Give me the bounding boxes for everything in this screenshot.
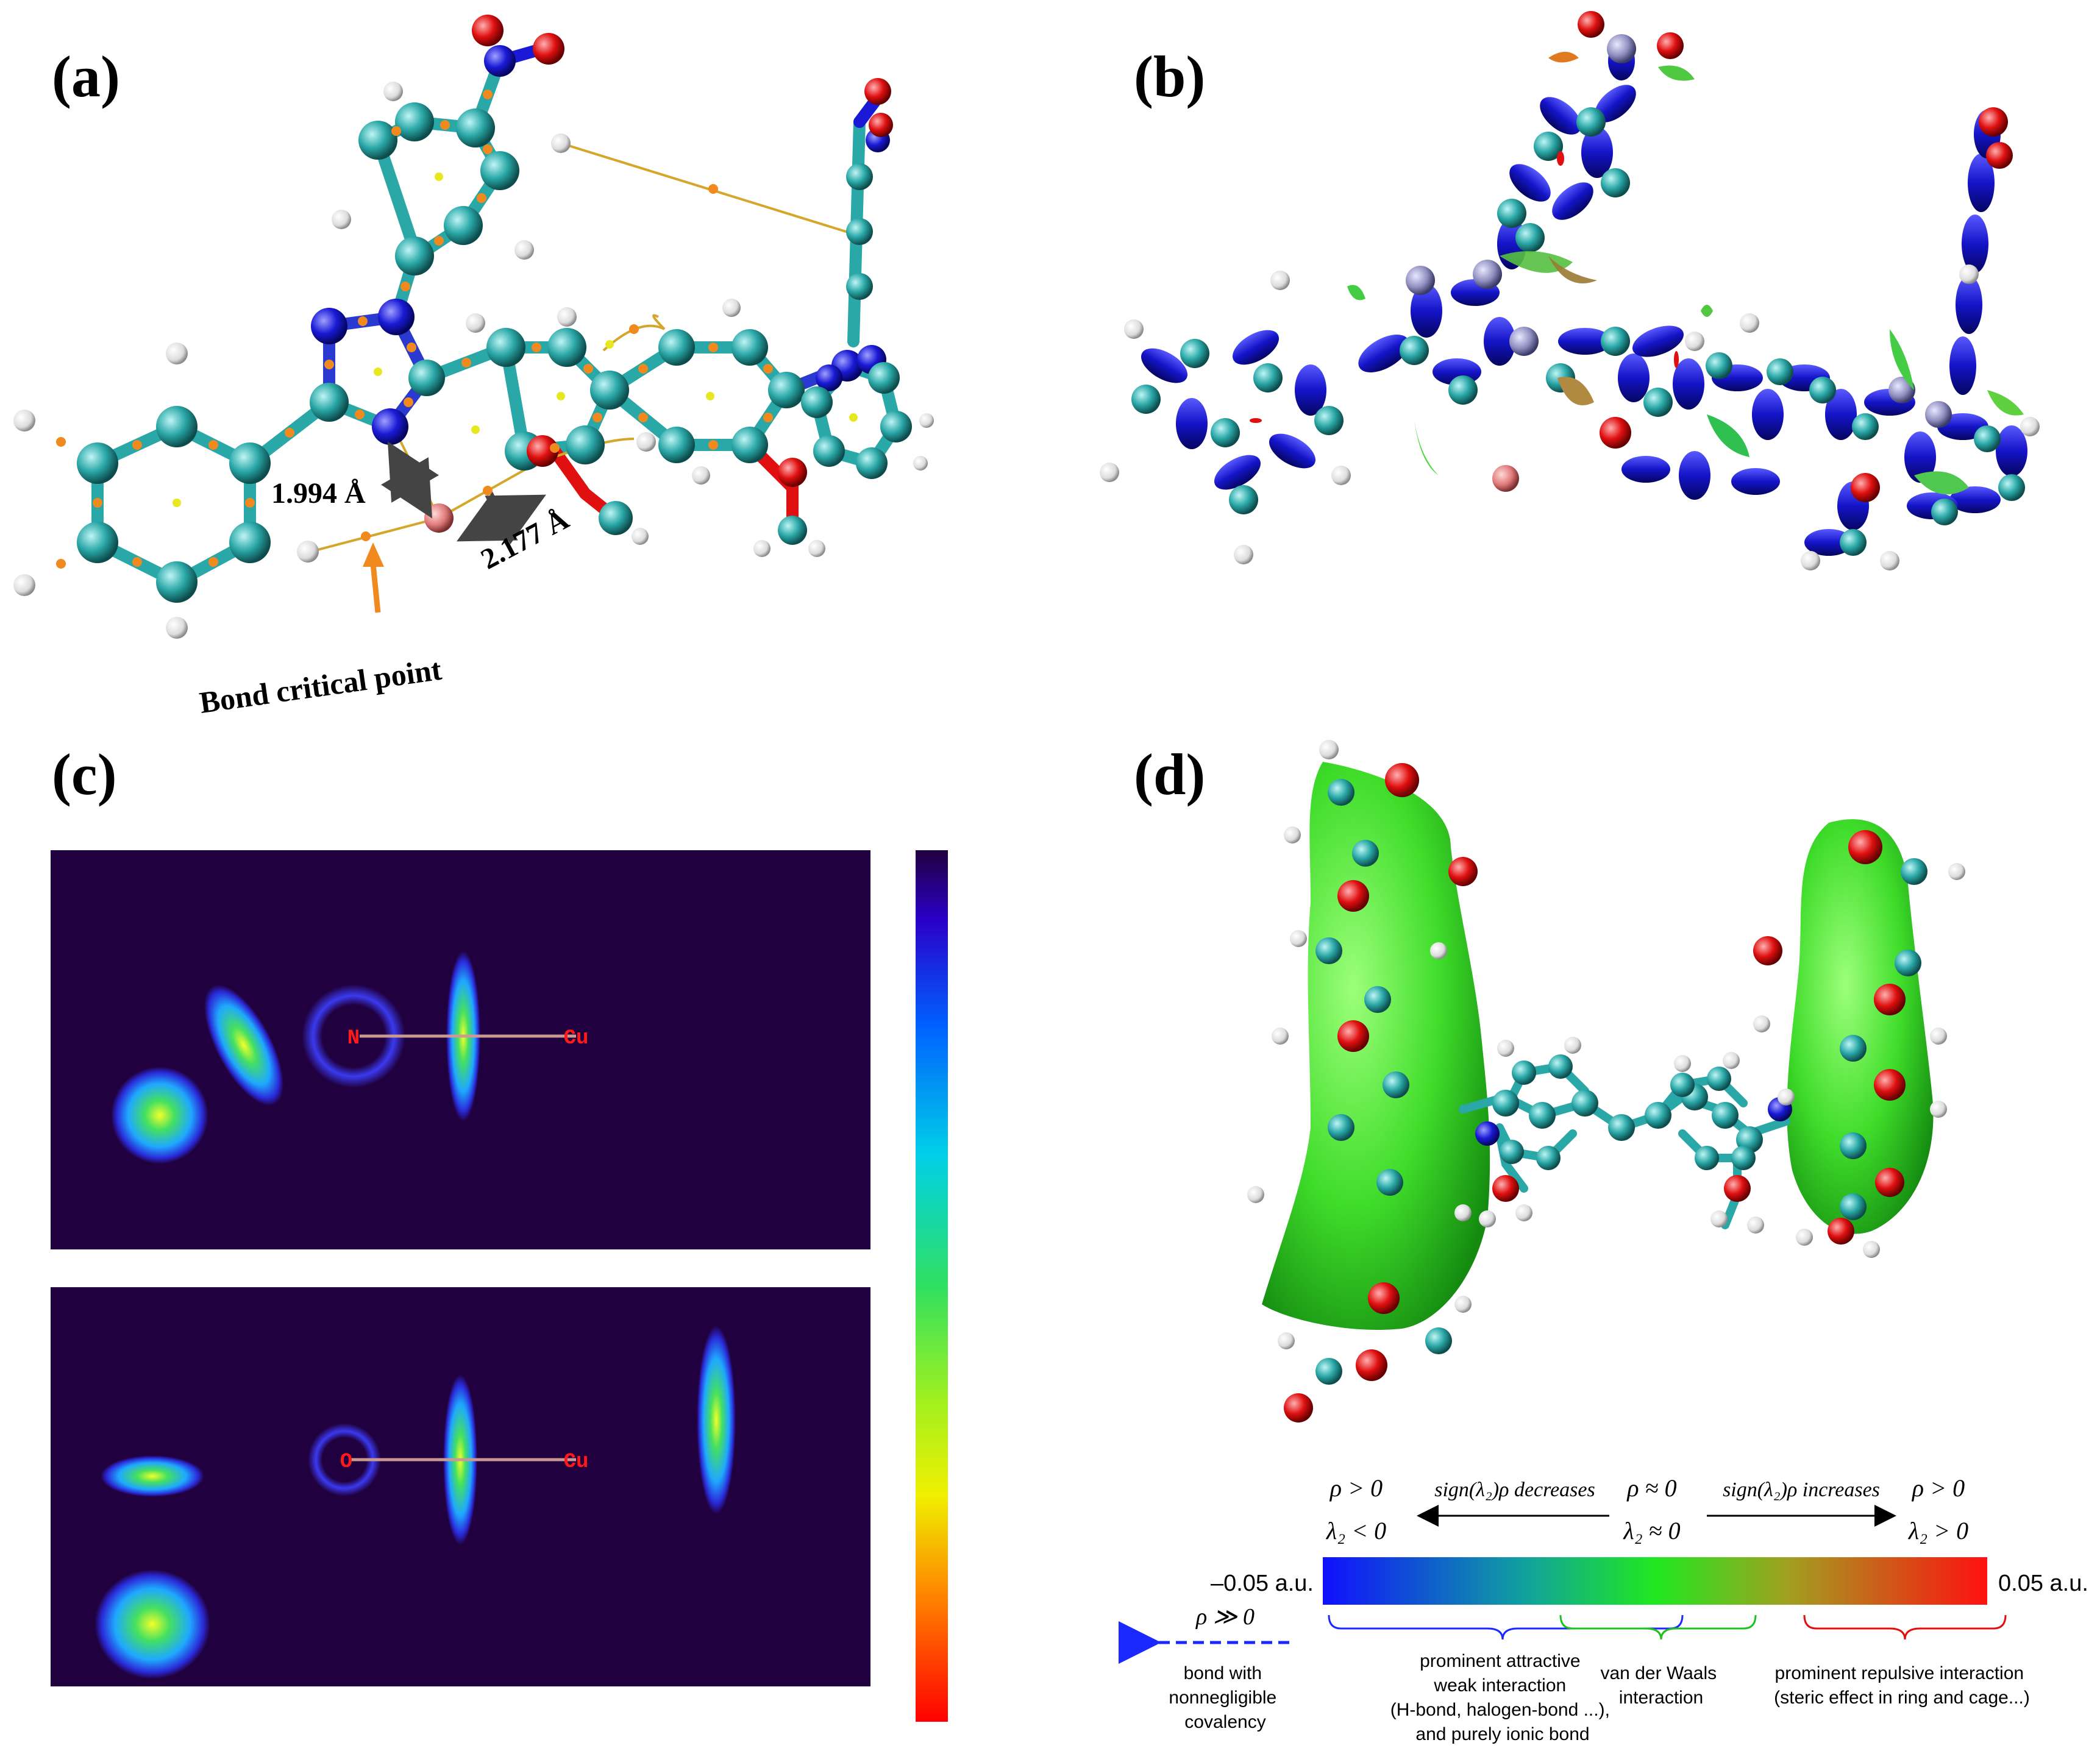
nci-surface-left — [1262, 762, 1490, 1330]
bcp-pointer-arrow — [370, 563, 381, 613]
map-top-atom-right: Cu — [564, 1027, 589, 1050]
scale-arrow-right-label: sign(λ₂)ρ increases — [1723, 1479, 1880, 1501]
distance-label-1: 1.994 Å — [271, 477, 366, 510]
panel-c-maps: N Cu O Cu — [51, 850, 948, 1722]
map-bottom-features: O Cu — [94, 1326, 736, 1679]
scale-left-bottom: λ₂ < 0 — [1326, 1517, 1386, 1544]
bracket-vdw — [1559, 1614, 1757, 1640]
scale-arrow-left-label: sign(λ₂)ρ decreases — [1434, 1479, 1595, 1501]
panel-label-b: (b) — [1134, 44, 1206, 109]
scale-max-label: 0.05 a.u. — [1998, 1571, 2088, 1596]
panel-b-atoms — [1100, 11, 2040, 570]
map-colorbar — [916, 850, 948, 1722]
nci-colorbar — [1323, 1557, 1987, 1605]
nci-surface-right — [1787, 819, 1934, 1234]
panel-label-c: (c) — [52, 742, 117, 807]
map-top-atom-left: N — [347, 1027, 360, 1050]
panel-b-weak-isosurfaces — [1250, 52, 2024, 495]
panel-a-rcps — [173, 172, 858, 507]
attractive-label: prominent attractive weak interaction (H… — [1390, 1651, 1615, 1744]
scale-mid-top: ρ ≈ 0 — [1626, 1474, 1676, 1502]
scale-right-top: ρ > 0 — [1911, 1474, 1965, 1502]
distance-label-2: 2.177 Å — [475, 503, 574, 576]
bcp-pointer-arrowhead — [363, 542, 384, 567]
repulsive-label: prominent repulsive interaction (steric … — [1774, 1663, 2030, 1708]
nci-scale-legend: ρ > 0 λ₂ < 0 sign(λ₂)ρ decreases ρ ≈ 0 λ… — [1119, 1474, 2088, 1744]
scale-min-label: –0.05 a.u. — [1211, 1571, 1314, 1596]
panel-d-molecule — [1247, 740, 1965, 1422]
covalency-label: bond with nonnegligible covalency — [1169, 1663, 1281, 1732]
map-bottom-atom-right: Cu — [564, 1451, 589, 1474]
bracket-attractive — [1328, 1614, 1684, 1640]
panel-d-atoms — [1247, 740, 1965, 1422]
distance-arrow-2 — [457, 491, 546, 545]
scale-far-left-rho: ρ ≫ 0 — [1195, 1604, 1255, 1630]
panel-a-bcps — [56, 90, 773, 569]
bcp-annotation: Bond critical point — [198, 652, 444, 720]
panel-label-d: (d) — [1134, 742, 1206, 807]
panel-label-a: (a) — [52, 44, 120, 109]
scale-mid-bottom: λ₂ ≈ 0 — [1623, 1517, 1680, 1544]
scale-right-bottom: λ₂ > 0 — [1908, 1517, 1968, 1544]
map-bottom-atom-left: O — [340, 1451, 352, 1474]
panel-a-atoms — [13, 15, 934, 639]
bracket-repulsive — [1803, 1614, 2007, 1640]
panel-b-molecule — [1100, 11, 2040, 570]
panel-a-bonds — [91, 43, 903, 589]
vdw-label: van der Waals interaction — [1601, 1663, 1722, 1708]
distance-arrow-1 — [380, 441, 440, 519]
panel-a-molecule: 1.994 Å 2.177 Å Bond critical point — [13, 15, 934, 720]
scale-left-top: ρ > 0 — [1329, 1474, 1383, 1502]
map-top-features: N Cu — [111, 951, 588, 1164]
